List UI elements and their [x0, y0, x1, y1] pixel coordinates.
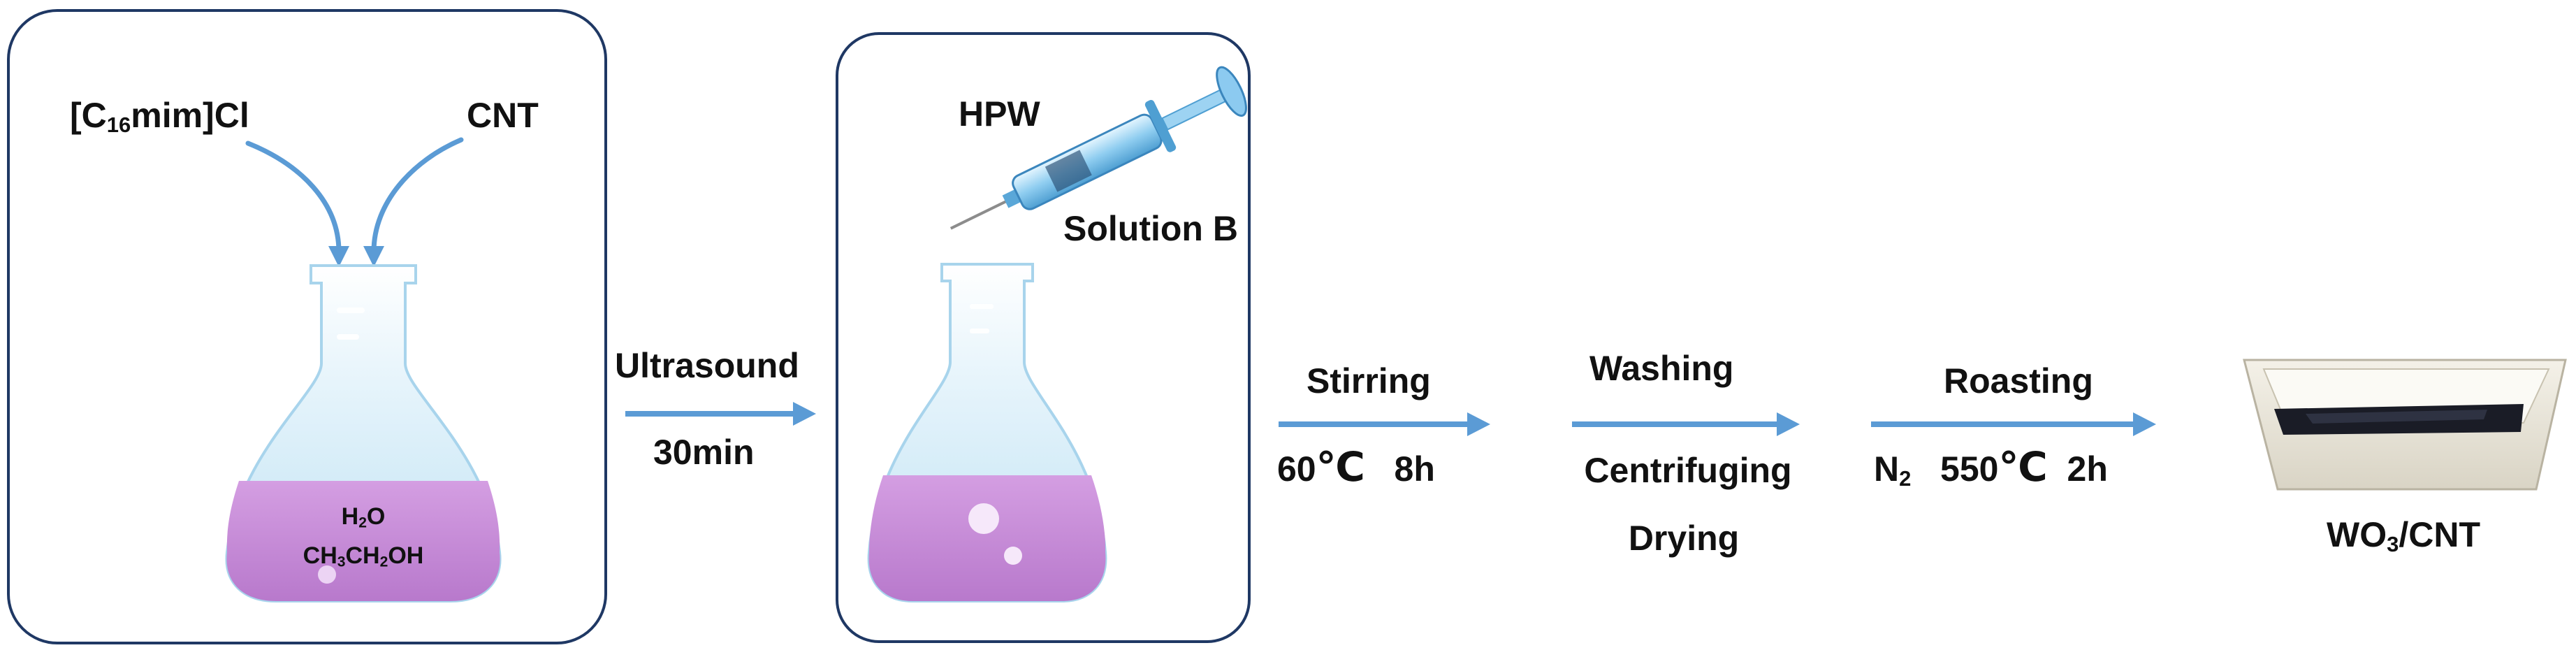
step-ultrasound-label: Ultrasound [615, 346, 799, 385]
step-centrifuging-label: Centrifuging [1584, 451, 1792, 490]
step-stirring-label: Stirring [1307, 361, 1431, 400]
step-stirring-conditions: 60℃ 8h [1277, 445, 1435, 490]
crucible-boat-icon [2243, 359, 2567, 491]
step-roasting-label: Roasting [1944, 361, 2093, 400]
product-label: WO3/CNT [2327, 515, 2480, 556]
reagent-ionic-liquid-label: [C16mim]Cl [70, 96, 249, 137]
step-arrow-roasting [1871, 412, 2156, 436]
solvent-water-label: H2O [341, 503, 386, 531]
reagent-cnt-label: CNT [467, 96, 539, 135]
flask-1-icon [225, 264, 502, 602]
step-washing-label: Washing [1589, 349, 1734, 388]
syringe-icon [949, 66, 1247, 230]
reagent-arrows [245, 137, 464, 254]
solution-b-label: Solution B [1063, 209, 1238, 248]
step-drying-label: Drying [1628, 519, 1740, 558]
solvent-ethanol-label: CH3CH2OH [303, 542, 424, 570]
step-roasting-conditions: N2 550℃ 2h [1874, 445, 2108, 491]
step-arrow-stirring [1279, 412, 1490, 436]
step-arrow-washing [1572, 412, 1800, 436]
step-arrow-ultrasound [625, 402, 816, 426]
reagent-hpw-label: HPW [959, 94, 1040, 133]
flask-2-icon [867, 263, 1107, 602]
step-ultrasound-time: 30min [653, 433, 755, 472]
